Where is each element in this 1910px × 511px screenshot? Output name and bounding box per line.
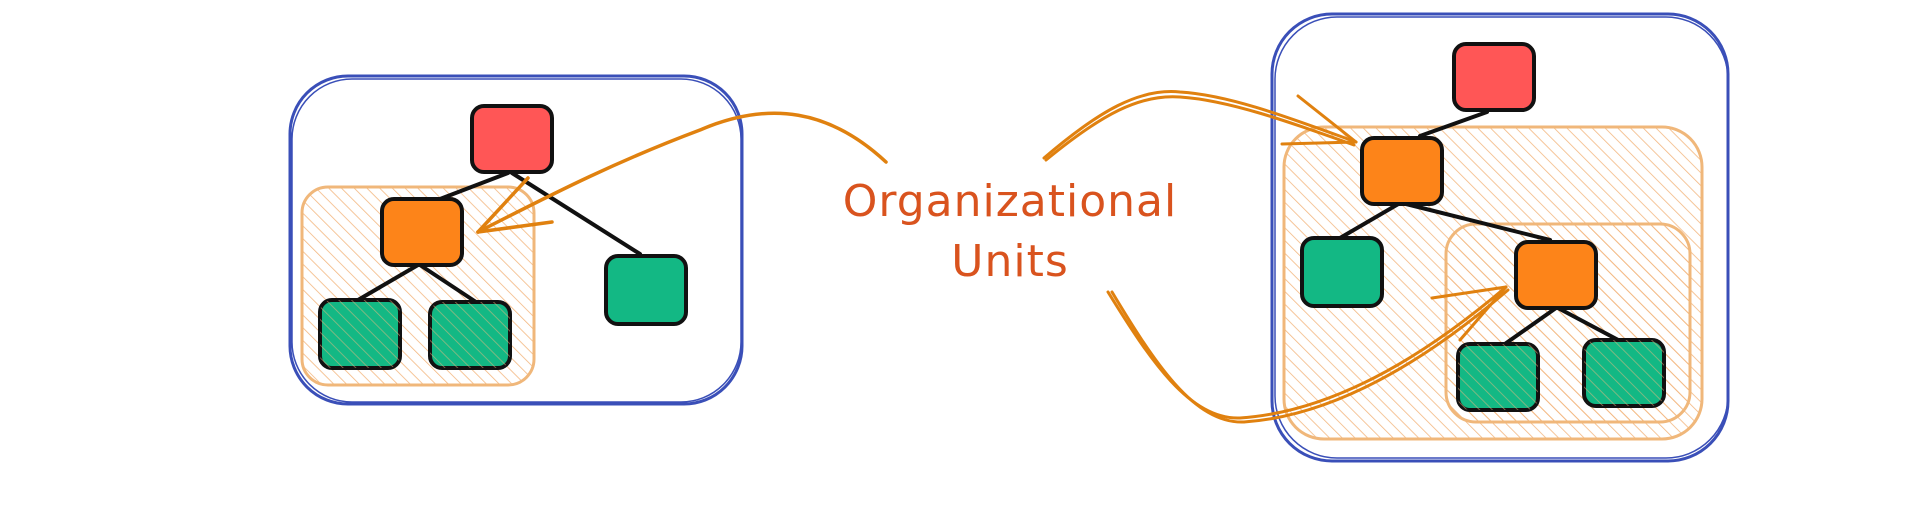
organization-right-container	[1270, 12, 1730, 463]
left-account-node	[604, 254, 688, 326]
arrow-to-right-ou-nested	[1106, 285, 1510, 424]
left-tree-edges	[356, 171, 642, 304]
hatch-overlay	[430, 302, 510, 368]
label-line-2: Units	[951, 236, 1069, 287]
label-line-1: Organizational	[842, 176, 1178, 227]
right-account-node	[1300, 236, 1384, 308]
left-ou-node	[380, 197, 464, 267]
arrow-to-left-ou	[476, 111, 888, 234]
hatch-overlay	[320, 300, 400, 368]
hatch-overlay	[1584, 340, 1664, 406]
hatch-overlay	[1458, 344, 1538, 410]
right-nested-ou-node	[1514, 240, 1598, 310]
organizational-units-label: Organizational Units	[820, 172, 1200, 292]
right-tree-edges	[1338, 110, 1624, 348]
left-root-node	[470, 104, 554, 174]
right-ou-node	[1360, 136, 1444, 206]
right-root-node	[1452, 42, 1536, 112]
organization-left-container	[288, 74, 744, 406]
arrow-to-right-ou-outer	[1042, 90, 1358, 162]
